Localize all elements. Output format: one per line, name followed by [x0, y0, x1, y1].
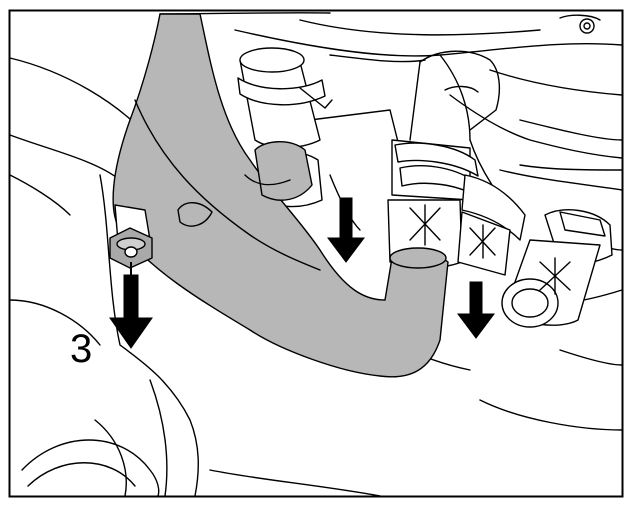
hose-clamp-icon — [237, 77, 326, 106]
hose-end-right — [501, 209, 613, 328]
removal-arrow-icon — [109, 197, 495, 349]
hose-clamp-icon — [394, 142, 479, 177]
callout-label: 3 — [70, 327, 92, 371]
heater-pipe — [409, 50, 623, 171]
coolant-hose-removed — [112, 13, 449, 378]
down-arrow-icon — [109, 274, 153, 349]
hose-connector-rear — [457, 174, 526, 276]
hex-nut-icon — [109, 204, 153, 269]
hose-clamp-icon — [559, 211, 606, 237]
